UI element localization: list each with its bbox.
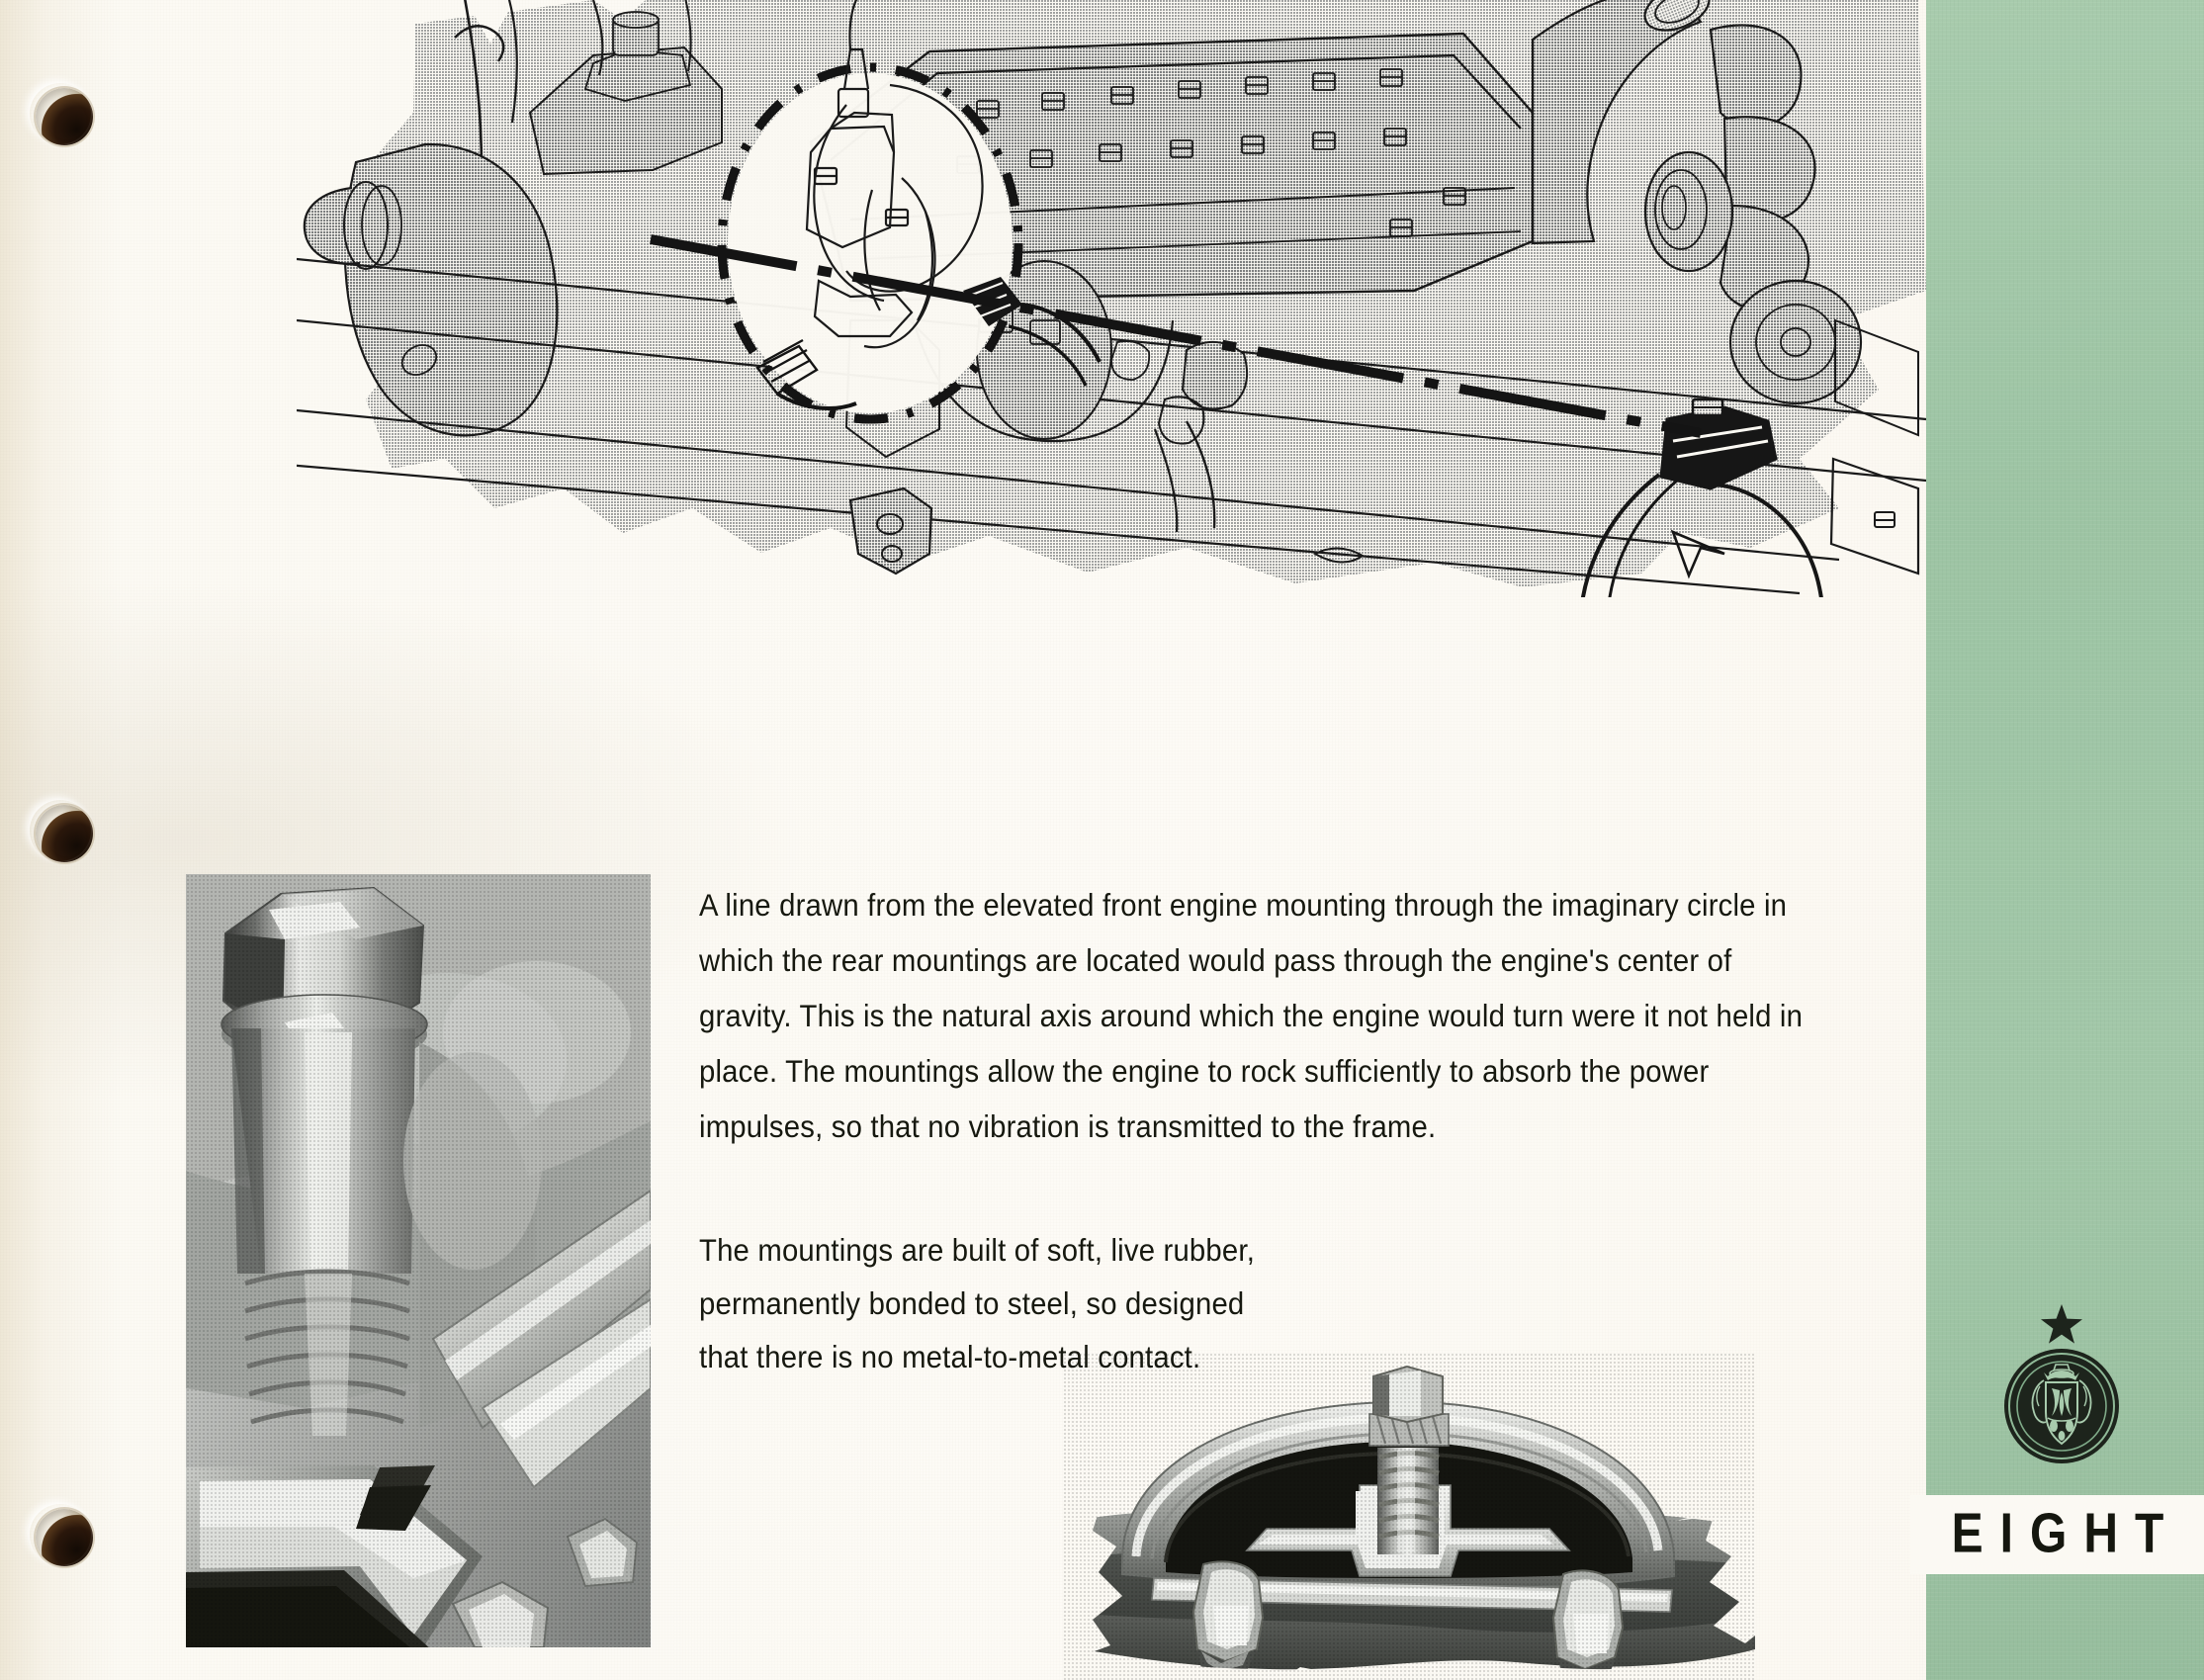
paragraph-line-3: that there is no metal-to-metal contact. <box>699 1339 1201 1374</box>
star-icon <box>2041 1304 2082 1344</box>
paragraph-engine-axis-text: A line drawn from the elevated front eng… <box>699 887 1804 1144</box>
index-tab-band <box>1926 0 2204 1680</box>
paragraph-engine-axis: A line drawn from the elevated front eng… <box>699 877 1824 1154</box>
engine-mounting-cutaway-illustration <box>297 0 1928 597</box>
engine-mounting-bolt-photograph <box>186 874 651 1647</box>
paragraph-line-1: The mountings are built of soft, live ru… <box>699 1232 1256 1268</box>
paragraph-line-2: permanently bonded to steel, so designed <box>699 1285 1245 1321</box>
index-tab-label: EIGHT <box>1951 1503 2181 1565</box>
packard-crest-icon <box>2004 1349 2119 1463</box>
binding-hole <box>36 88 93 145</box>
natural-axis-annotation <box>650 234 1702 438</box>
binding-hole <box>36 805 93 862</box>
packard-emblem-group <box>1968 1303 2156 1481</box>
rubber-mounting-cutaway-photograph <box>1063 1353 1755 1680</box>
index-tab-label-band: EIGHT <box>1910 1495 2204 1574</box>
paragraph-rubber-mountings: The mountings are built of soft, live ru… <box>699 1223 1398 1383</box>
binding-hole <box>36 1509 93 1566</box>
